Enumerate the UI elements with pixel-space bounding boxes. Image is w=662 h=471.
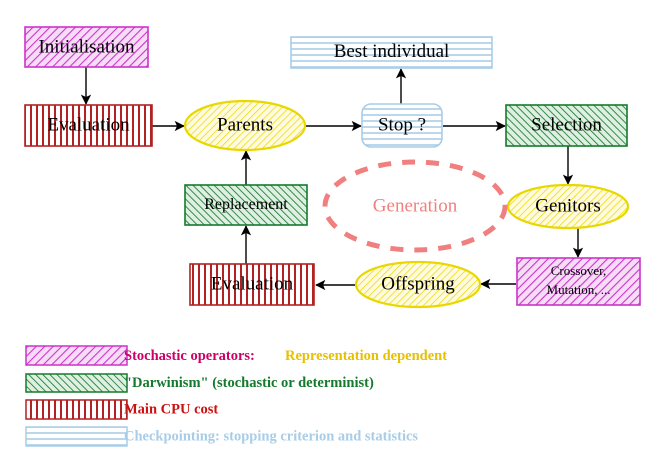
legend-swatch-stochastic: [25, 345, 128, 366]
node-stop-label: Stop ?: [378, 114, 426, 135]
node-selection-label: Selection: [531, 114, 602, 135]
node-offspring-label: Offspring: [381, 273, 455, 294]
node-variation-operators-label-line1: Crossover,: [551, 263, 606, 278]
node-generation-label: Generation: [373, 195, 458, 216]
node-initialisation-label: Initialisation: [38, 36, 135, 57]
node-replacement-shape: [184, 184, 308, 226]
legend-swatch-checkpointing: [25, 426, 128, 447]
legend-swatch-darwinism: [25, 373, 128, 393]
legend-label-stochastic: Stochastic operators:: [124, 348, 255, 364]
node-evaluation-top-label: Evaluation: [47, 114, 130, 135]
legend-label-representation: Representation dependent: [285, 348, 447, 364]
node-evaluation-top[interactable]: Evaluation: [24, 104, 153, 147]
node-stop-shape: [361, 103, 443, 148]
legend-swatch-cpu: [25, 399, 128, 420]
node-variation-operators[interactable]: Crossover, Mutation, ...: [516, 257, 641, 306]
node-selection[interactable]: Selection: [505, 104, 628, 147]
node-selection-shape: [505, 104, 628, 147]
legend-item-stochastic: Stochastic operators: Representation dep…: [25, 345, 447, 366]
node-genitors-label: Genitors: [535, 195, 600, 216]
node-genitors[interactable]: Genitors: [506, 183, 630, 230]
edge-group: [80, 67, 584, 291]
legend-item-darwinism: "Darwinism" (stochastic or determinist): [25, 373, 374, 393]
node-variation-operators-shape: [516, 257, 641, 306]
node-initialisation[interactable]: Initialisation: [24, 26, 149, 68]
node-generation-shape: [322, 159, 508, 253]
node-parents-shape: [183, 99, 307, 152]
legend-label-darwinism: "Darwinism" (stochastic or determinist): [124, 375, 374, 391]
node-best-individual-label: Best individual: [334, 41, 450, 62]
node-parents-label: Parents: [217, 114, 273, 135]
node-generation-annotation: Generation: [322, 159, 508, 253]
node-parents[interactable]: Parents: [183, 99, 307, 152]
node-offspring-shape: [354, 260, 482, 309]
node-replacement[interactable]: Replacement: [184, 184, 308, 226]
legend-item-checkpointing: Checkpointing: stopping criterion and st…: [25, 426, 418, 447]
node-genitors-shape: [506, 183, 630, 230]
legend-label-cpu: Main CPU cost: [124, 401, 218, 417]
legend-label-checkpointing: Checkpointing: stopping criterion and st…: [124, 428, 418, 444]
node-replacement-label: Replacement: [204, 196, 288, 213]
node-stop[interactable]: Stop ?: [361, 103, 443, 148]
node-best-individual[interactable]: Best individual: [290, 36, 493, 69]
node-evaluation-bottom-label: Evaluation: [211, 273, 294, 294]
node-offspring[interactable]: Offspring: [354, 260, 482, 309]
node-best-individual-shape: [290, 36, 493, 69]
node-evaluation-top-shape: [24, 104, 153, 147]
node-evaluation-bottom-shape: [189, 263, 315, 306]
node-initialisation-shape: [24, 26, 149, 68]
node-evaluation-bottom[interactable]: Evaluation: [189, 263, 315, 306]
legend: Stochastic operators: Representation dep…: [25, 345, 447, 447]
node-variation-operators-label-line2: Mutation, ...: [547, 282, 611, 297]
legend-item-cpu: Main CPU cost: [25, 399, 218, 420]
